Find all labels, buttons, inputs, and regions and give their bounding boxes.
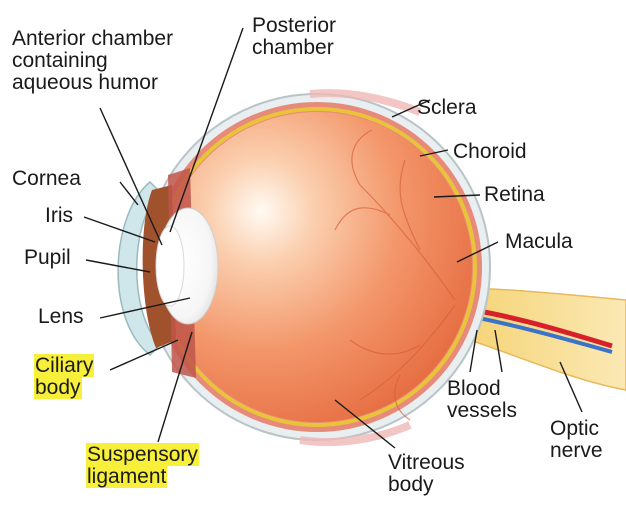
posterior-chamber-line-1: Posterior <box>252 14 337 37</box>
anterior-chamber-line-3: aqueous humor <box>12 71 158 94</box>
retinal-vessels <box>334 129 456 421</box>
suspensory-ligament-line-1: Suspensory <box>86 443 199 466</box>
leader-lines <box>83 27 583 449</box>
anterior-chamber-line-2: containing <box>12 49 108 72</box>
choroid-label: Choroid <box>453 140 527 163</box>
iris-label: Iris <box>45 204 73 227</box>
ciliary-body-line-2: body <box>34 376 82 399</box>
anterior-chamber-line-1: Anterior chamber <box>12 27 174 50</box>
macula-label: Macula <box>505 230 573 253</box>
cornea-label: Cornea <box>12 167 81 190</box>
blood-vessels-line-2: vessels <box>447 399 518 422</box>
vitreous-body-line-2: body <box>388 473 434 496</box>
sclera-tint-bottom <box>299 421 412 446</box>
sclera-label: Sclera <box>417 96 477 119</box>
posterior-chamber-line-2: chamber <box>252 36 334 59</box>
blood-vessels-line-1: Blood <box>447 377 501 400</box>
optic-nerve-line-1: Optic <box>550 417 600 440</box>
suspensory-ligament-line-2: ligament <box>86 465 168 488</box>
vitreous-body-line-1: Vitreous <box>388 451 465 474</box>
ciliary-body-line-1: Ciliary <box>34 354 95 377</box>
lens-front <box>155 225 185 307</box>
lens-label: Lens <box>38 305 84 328</box>
optic-nerve-line-2: nerve <box>550 439 603 462</box>
retina-label: Retina <box>484 183 545 206</box>
vitreous-body-shape <box>162 112 472 422</box>
pupil-label: Pupil <box>24 246 71 269</box>
